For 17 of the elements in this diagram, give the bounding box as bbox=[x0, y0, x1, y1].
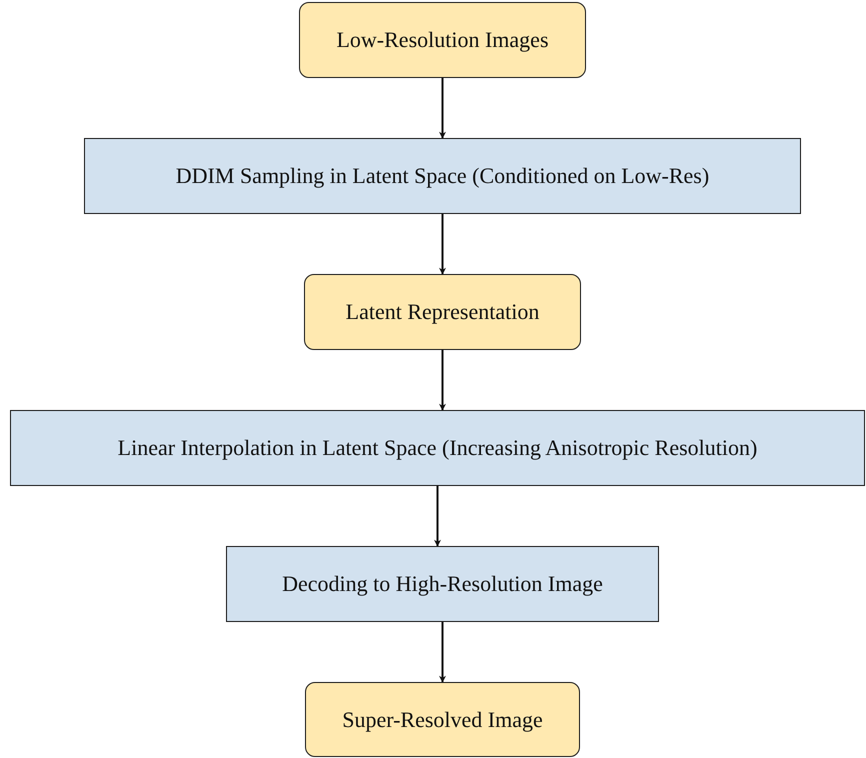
process-box bbox=[10, 410, 865, 486]
start-box bbox=[299, 2, 586, 78]
arrow bbox=[439, 214, 446, 275]
data-box bbox=[304, 274, 581, 350]
arrow bbox=[439, 622, 446, 683]
node-label: Decoding to High-Resolution Image bbox=[282, 571, 603, 597]
process-box bbox=[226, 546, 659, 622]
node-label: Latent Representation bbox=[346, 299, 540, 325]
node-label: Super-Resolved Image bbox=[342, 706, 543, 732]
node-label: DDIM Sampling in Latent Space (Conditioned on Low-Res) bbox=[176, 163, 710, 189]
arrow bbox=[439, 350, 446, 411]
process-box bbox=[84, 138, 801, 214]
node-label: Linear Interpolation in Latent Space (Increasing Anisotropic Resolution) bbox=[118, 435, 758, 461]
node-label: Low-Resolution Images bbox=[336, 27, 549, 53]
arrow bbox=[439, 78, 446, 139]
arrow bbox=[434, 486, 441, 547]
end-box bbox=[305, 682, 580, 757]
